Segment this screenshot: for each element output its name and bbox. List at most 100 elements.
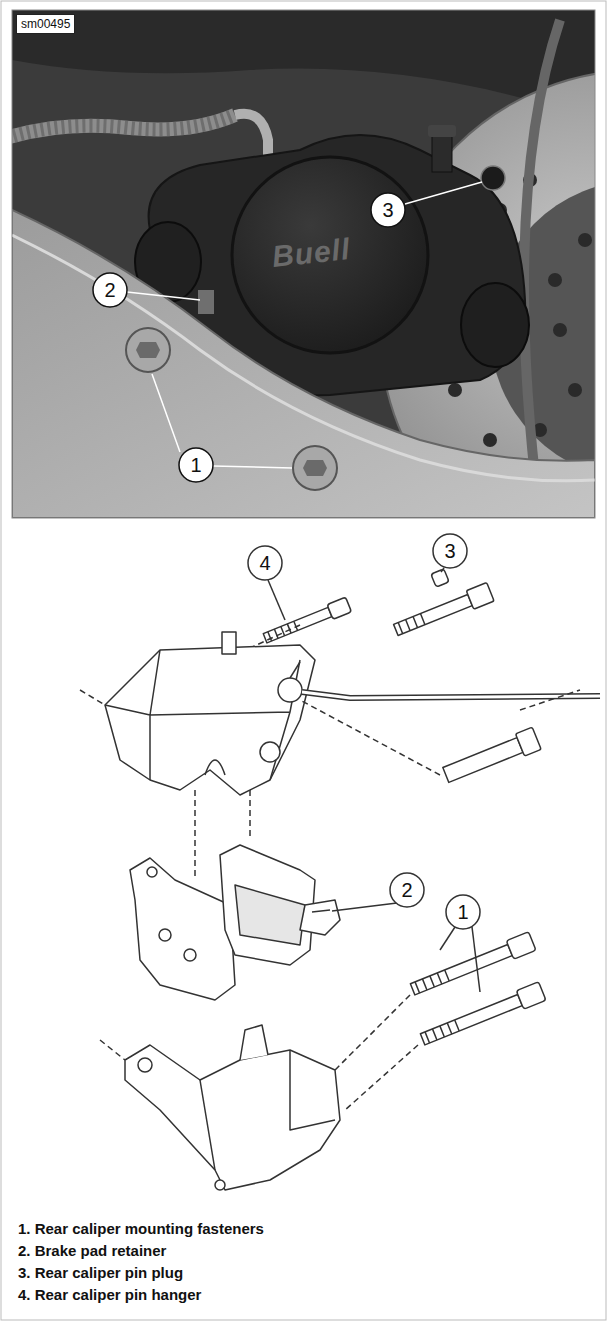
drawing-part: [159, 929, 171, 941]
callout-number: 1: [179, 448, 213, 482]
photo: [12, 10, 595, 518]
mounting-bolt: [293, 446, 337, 490]
swingarm-edge: [12, 235, 595, 481]
callout-number: 2: [390, 873, 424, 907]
drawing-part: [443, 738, 523, 783]
callout-circle: [433, 534, 467, 568]
caliper-bolt: [392, 582, 494, 639]
wheel-spoke: [524, 20, 560, 518]
brake-line: [302, 692, 600, 698]
drawing-part: [290, 662, 300, 678]
drawing-part: [293, 446, 337, 490]
leader-line: [332, 903, 397, 911]
drawing-part: [200, 1080, 215, 1170]
drawing-part: [303, 460, 327, 476]
pin-plug: [481, 166, 505, 190]
drawing-part: [425, 1020, 459, 1043]
callout-circle: [248, 546, 282, 580]
bushing: [260, 742, 280, 762]
drawing-part: [448, 383, 462, 397]
drawing-part: [327, 597, 352, 619]
pin-plug: [431, 569, 449, 587]
callout-circle: [93, 273, 127, 307]
leader-line: [213, 466, 292, 468]
drawing-part: [345, 1045, 418, 1110]
callout-number: 1: [446, 895, 480, 929]
drawing-part: [483, 433, 497, 447]
drawing-part: [312, 910, 330, 912]
drawing-part: [263, 607, 332, 642]
drawing-part: [330, 995, 410, 1075]
bleeder-cap: [428, 125, 456, 137]
drawing-part: [568, 383, 582, 397]
callout-circle: [179, 448, 213, 482]
drawing-part: [302, 692, 600, 698]
drawing-part: [136, 342, 160, 358]
drawing-part: [415, 970, 449, 993]
banjo-fitting: [278, 678, 302, 702]
drawing-part: [249, 790, 251, 840]
leader-line: [441, 568, 444, 572]
key-entry: 2. Brake pad retainer: [18, 1242, 166, 1260]
drawing-part: [553, 323, 567, 337]
drawing-part: [194, 790, 196, 880]
drawing-part: [516, 982, 546, 1010]
drawing-part: [105, 650, 300, 780]
drawing-part: [240, 1025, 268, 1060]
key-entry: 1. Rear caliper mounting fasteners: [18, 1220, 264, 1238]
drawing-part: [516, 727, 542, 756]
leader-line: [440, 927, 455, 950]
drawing-part: [398, 614, 425, 634]
drawing-part: [184, 949, 196, 961]
bleeder-valve: [222, 632, 236, 654]
slide-pin: [441, 727, 541, 786]
mounting-bolt: [419, 982, 546, 1049]
drawing-part: [431, 569, 449, 587]
key-entry: 3. Rear caliper pin plug: [18, 1264, 183, 1282]
drawing-part: [126, 328, 170, 372]
leader-line: [472, 927, 480, 992]
callout-circle: [390, 873, 424, 907]
pin-hanger: [262, 597, 351, 646]
mounting-bolt: [409, 932, 536, 999]
brake-pad: [220, 845, 315, 965]
exploded-view: [80, 534, 600, 1190]
callout-circle: [371, 193, 405, 227]
drawing-part: [410, 944, 512, 994]
leader-line: [268, 580, 285, 620]
slide-pin-boot: [461, 283, 529, 367]
callout-number: 3: [433, 534, 467, 568]
drawing-part: [548, 273, 562, 287]
drawing-part: [420, 994, 522, 1044]
leader-line: [127, 292, 200, 300]
bleeder-valve: [432, 132, 452, 172]
drawing-part: [235, 885, 305, 945]
leader-line: [152, 374, 180, 452]
callout-circle: [446, 895, 480, 929]
brake-pad: [130, 858, 235, 1000]
drawing-part: [100, 1040, 125, 1060]
key-entry: 4. Rear caliper pin hanger: [18, 1286, 201, 1304]
brake-hose: [12, 115, 235, 140]
caliper-bracket: [125, 1045, 340, 1190]
swingarm: [12, 210, 595, 518]
drawing-part: [290, 1050, 335, 1130]
drawing-part: [394, 594, 473, 635]
photo-border: [12, 10, 595, 518]
drawing-part: [138, 1058, 152, 1072]
leader-line: [405, 182, 482, 204]
drawing-part: [215, 1180, 225, 1190]
brand-mark: Buell: [270, 232, 351, 274]
mounting-bolt: [126, 328, 170, 372]
piston-cover: [232, 157, 428, 353]
drawing-part: [80, 690, 105, 705]
drawing-part: [12, 115, 235, 140]
drawing-part: [578, 233, 592, 247]
pad-retainer: [300, 900, 340, 935]
pad-retainer: [198, 290, 214, 314]
drawing-part: [205, 760, 225, 775]
callout-number: 4: [248, 546, 282, 580]
drawing-part: [520, 690, 580, 710]
